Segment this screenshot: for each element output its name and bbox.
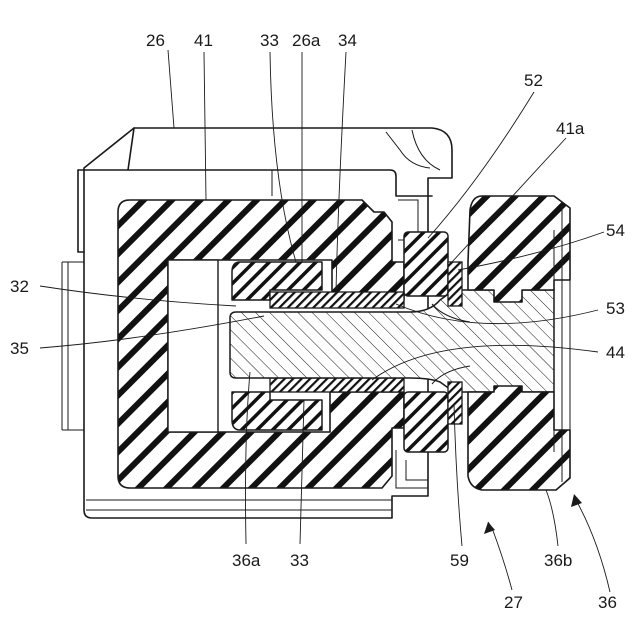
label-41a: 41a	[556, 119, 585, 138]
label-26a: 26a	[292, 31, 321, 50]
label-34: 34	[338, 31, 357, 50]
label-36: 36	[598, 593, 617, 612]
label-52: 52	[524, 71, 543, 90]
label-27: 27	[504, 593, 523, 612]
label-33-bot: 33	[290, 551, 309, 570]
label-26: 26	[146, 31, 165, 50]
label-36b: 36b	[544, 551, 572, 570]
label-54: 54	[606, 221, 625, 240]
label-32: 32	[10, 277, 29, 296]
label-41: 41	[194, 31, 213, 50]
label-59: 59	[450, 551, 469, 570]
label-53: 53	[606, 299, 625, 318]
label-44: 44	[606, 343, 625, 362]
label-35: 35	[10, 339, 29, 358]
label-36a: 36a	[232, 551, 261, 570]
label-33-top: 33	[260, 31, 279, 50]
